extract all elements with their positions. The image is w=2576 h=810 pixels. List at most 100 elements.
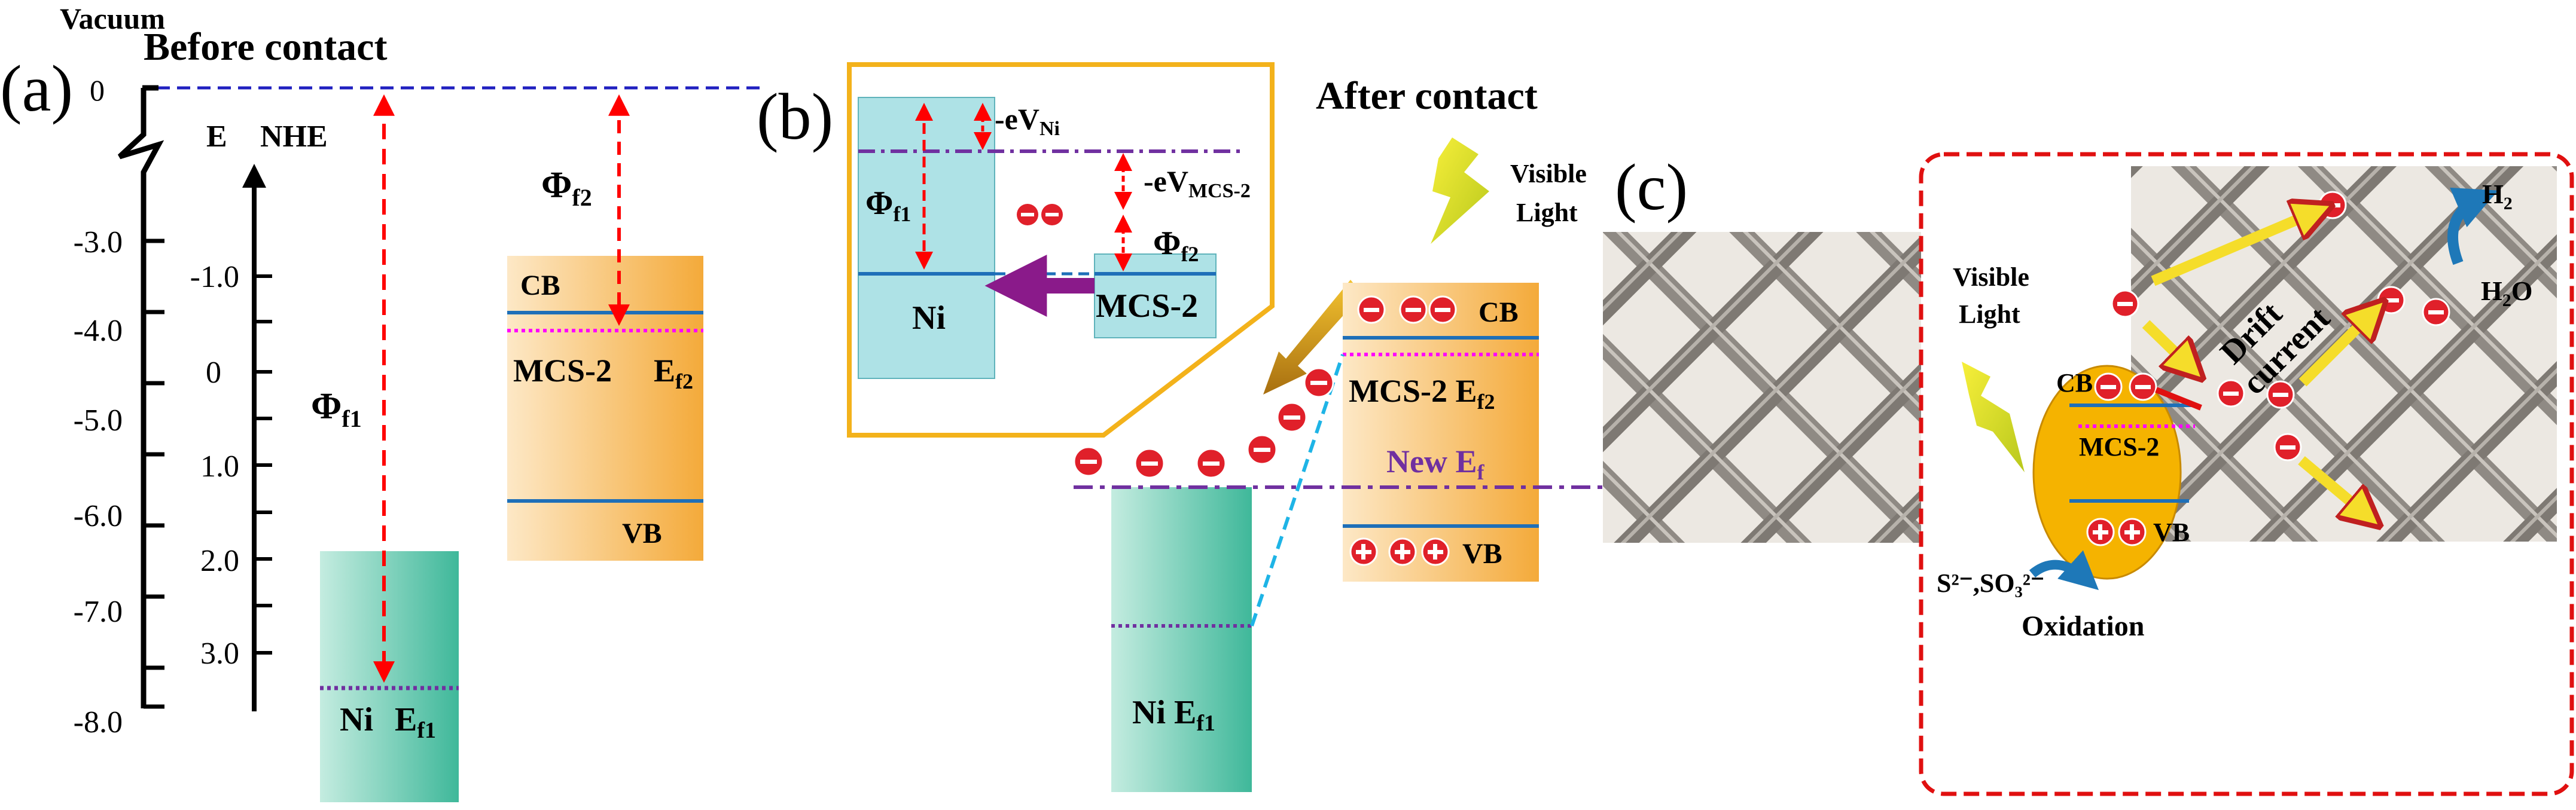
new-ef-label: New Ef [1386,444,1484,484]
h2o-label: H2O [2481,276,2533,310]
inset-phi-f2-label: Φf2 [1153,225,1199,266]
cb-electron [1399,295,1428,324]
phi-f2-label: Φf2 [541,165,592,211]
nhe-tick-labels: -1.0 0 1.0 2.0 3.0 [190,260,239,671]
inset-electron [1017,204,1038,225]
inset-phi-f1-label: Φf1 [865,185,911,226]
vacuum-tick-label: -3.0 [74,225,123,259]
nhe-tick-label: 0 [206,356,221,390]
vb-hole [1388,537,1417,566]
mcs-after-cb-label: CB [1478,297,1519,328]
vb-hole [1349,537,1378,566]
nhe-axis-ticks [254,274,272,655]
inset-ev-mcs-label: -eVMCS-2 [1144,164,1251,202]
c-light-bolt-icon [1962,362,2025,472]
panel-b-title: After contact [1316,74,1538,118]
vacuum-axis [117,85,164,708]
particle-mcs-label: MCS-2 [2079,432,2159,461]
panel-c: (c) Visible Light CB MCS-2 VB [1603,151,2574,796]
phi-f1-label: Φf1 [311,386,362,432]
mcs-box-before: CB MCS-2 Ef2 VB [507,256,703,561]
nickel-mesh-photo [1603,232,1921,543]
vacuum-tick-label: -5.0 [74,404,123,438]
ni-after-label: Ni Ef1 [1132,694,1215,736]
transferred-electron [1303,367,1334,398]
inset-electron [1041,204,1063,225]
mesh-electron [2266,380,2295,409]
vacuum-tick-labels: -3.0 -4.0 -5.0 -6.0 -7.0 -8.0 [74,225,123,739]
vacuum-tick-label: -7.0 [74,595,123,629]
ni-label: Ni [340,701,373,738]
c-light-label-1: Visible [1953,262,2029,292]
drift-arrow [2298,456,2365,514]
inset-ni-label: Ni [912,299,946,337]
mesh-electron [2377,286,2406,314]
zero-label: 0 [90,74,105,107]
mcs-after-vb-label: VB [1462,538,1502,570]
mcs-box-after: CB MCS-2 Ef2 New Ef VB [1343,283,1539,582]
ef2-label: Ef2 [654,353,693,393]
drift-arrow [2142,320,2189,366]
panel-c-label: (c) [1615,151,1688,224]
transferred-electron [1134,448,1165,479]
mesh-electron [2422,298,2450,326]
transferred-electron [1196,448,1227,479]
drift-arrow [2298,314,2371,387]
light-label-1: Visible [1510,159,1587,188]
transferred-electron [1073,446,1104,477]
nhe-tick-label: 2.0 [200,544,239,578]
ni-box-after: Ni Ef1 [1111,487,1252,792]
axis-e-label: E [206,120,227,154]
ni-box-after-body [1111,487,1252,792]
nhe-tick-label: 3.0 [200,637,239,671]
drift-arrow [2151,212,2315,286]
particle-cb-label: CB [2056,368,2093,398]
particle-transfer-line [2155,387,2202,411]
axis-nhe-label: NHE [260,120,328,154]
mcs-after-name-label: MCS-2 Ef2 [1349,373,1495,414]
vb-label: VB [622,518,662,549]
oxidation-label: Oxidation [2022,610,2144,642]
ef1-label: Ef1 [395,701,436,743]
particle-vb-label: VB [2153,518,2190,547]
ni-box-body [320,551,459,802]
particle-hole [2086,518,2115,546]
vacuum-label: Vacuum [60,2,165,35]
light-label-2: Light [1516,198,1578,227]
ni-box-before: Ni Ef1 [320,551,459,802]
cb-electron [1428,295,1457,324]
sacrificial-agent-label: S²⁻,SO₃²⁻ [1937,568,2044,598]
particle-electron [2129,372,2157,401]
cb-label: CB [520,270,560,301]
mesh-electron [2318,191,2347,219]
vacuum-tick-label: -8.0 [74,705,123,739]
panel-a-title: Before contact [144,25,387,69]
transferred-electron [1276,402,1307,433]
vacuum-axis-ticks [144,239,164,709]
transferred-electron [1246,434,1278,465]
zoomed-mesh-photo [2131,166,2557,542]
particle-hole [2118,518,2147,546]
h2-evolution-arrow [2447,187,2498,265]
panel-a-label: (a) [0,52,73,125]
vacuum-tick-label: -6.0 [74,499,123,533]
mcs-name-label: MCS-2 [513,353,612,389]
oxidation-arrow [2029,550,2099,591]
nhe-tick-label: -1.0 [190,260,239,294]
inset-mcs-label: MCS-2 [1096,288,1198,325]
zoom-frame [1919,152,2574,796]
band-bending-line [1250,354,1345,626]
vacuum-tick-label: -4.0 [74,314,123,348]
mesh-electron [2273,433,2302,461]
mcs-box-body [507,256,703,561]
c-light-label-2: Light [1959,299,2020,329]
particle-electron [2094,372,2123,401]
panel-b: (b) After contact Φf1 -eVNi -eVMCS-2 Φf2… [757,62,1624,792]
light-bolt-icon [1431,137,1489,244]
vb-hole [1421,537,1450,566]
mesh-electron [2217,379,2245,408]
panel-b-label: (b) [757,80,833,153]
h2-label: H2 [2482,179,2513,213]
